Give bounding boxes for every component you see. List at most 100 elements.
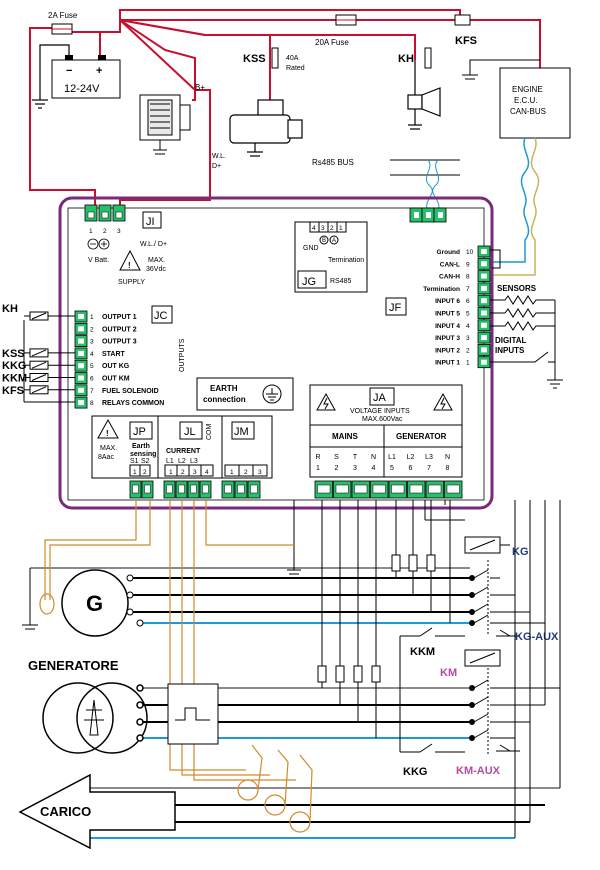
jf-label: INPUT 5	[435, 311, 460, 318]
gnd-label: GND	[303, 245, 319, 252]
fuse-20a	[335, 14, 357, 26]
jf-terminal-hole	[481, 359, 487, 365]
battery: − + 12-24V	[51, 55, 121, 99]
left-relay-coil-mark	[31, 361, 47, 369]
phase-monitor	[167, 683, 219, 745]
carico-label: CARICO	[40, 804, 91, 819]
fuse-2a-label: 2A Fuse	[48, 11, 78, 20]
jl-num-4: 4	[205, 469, 209, 476]
jf-terminal-hole	[481, 261, 487, 267]
engine-ecu: ENGINE E.C.U. CAN-BUS	[462, 59, 571, 139]
jc-output-num: 7	[90, 388, 94, 395]
jl-pin-l2: L2	[178, 458, 186, 465]
kh-top-label: KH	[398, 53, 414, 65]
max8-label-2: 8Aac	[98, 454, 114, 461]
ji-connector	[84, 204, 126, 222]
jf-terminal-hole	[481, 310, 487, 316]
ji-pin-3: 3	[117, 228, 121, 235]
jf-label: INPUT 6	[435, 298, 460, 305]
warning-icon-supply: !	[119, 249, 141, 271]
jf-terminal-hole	[481, 335, 487, 341]
kg-label: KG	[512, 546, 529, 558]
ja-pin-num: 7	[427, 465, 431, 472]
jg-pin-2: 2	[330, 225, 334, 232]
mains-label: MAINS	[332, 432, 358, 441]
jc-terminal-hole	[78, 363, 84, 369]
bottom-terminal-hole	[190, 484, 197, 494]
ecu-label-3: CAN-BUS	[510, 107, 546, 116]
generator-label: GENERATOR	[396, 432, 447, 441]
ji-label: JI	[146, 216, 155, 228]
jf-terminal-hole	[481, 347, 487, 353]
ecu-label-1: ENGINE	[512, 85, 543, 94]
ja-pin-num: 2	[335, 465, 339, 472]
left-relay-coil-mark	[31, 349, 47, 357]
jg-block	[294, 221, 368, 293]
left-relay-coil-mark	[31, 312, 47, 320]
ja-pin-num: 6	[409, 465, 413, 472]
svg-text:!: !	[106, 429, 109, 438]
jf-label: CAN-H	[439, 274, 460, 281]
jf-num: 5	[466, 311, 470, 318]
jf-terminal-hole	[481, 249, 487, 254]
left-relay-wiring	[23, 320, 75, 403]
rs485-terminal	[409, 207, 447, 223]
jc-output-label: RELAYS COMMON	[102, 400, 164, 407]
left-relay-label: KFS	[2, 385, 24, 397]
ji-box	[142, 211, 162, 229]
svg-text:−: −	[66, 65, 72, 77]
jg-pin-1: 1	[339, 225, 343, 232]
digital-label-2: INPUTS	[495, 346, 525, 355]
jf-num: 7	[466, 286, 470, 293]
jf-label: INPUT 1	[435, 360, 460, 367]
jf-num: 3	[466, 335, 470, 342]
jp-label: JP	[133, 426, 146, 438]
jg-pin-3: 3	[321, 225, 325, 232]
jl-num-1: 1	[169, 469, 173, 476]
jf-terminal-hole	[481, 273, 487, 279]
jp-num-2: 2	[143, 469, 147, 476]
jf-num: 4	[466, 323, 470, 330]
jf-num: 2	[466, 347, 470, 354]
bottom-terminal-hole	[178, 484, 185, 494]
ct-wiring	[39, 500, 313, 833]
starter-motor	[229, 99, 303, 157]
jc-output-num: 2	[90, 326, 94, 333]
ja-pin-letter: N	[371, 454, 376, 461]
ja-pin-letter: S	[334, 454, 339, 461]
earth-sensing-label-1: Earth	[132, 443, 150, 450]
earth-connection-box	[196, 377, 294, 411]
jf-label: JF	[389, 302, 402, 314]
bottom-terminal-hole	[202, 484, 209, 494]
max36-label-2: 36Vdc	[146, 266, 166, 273]
jc-output-num: 6	[90, 376, 94, 383]
jf-num: 9	[466, 261, 470, 268]
jf-label: Ground	[437, 249, 460, 256]
ja-pin-letter: L1	[388, 454, 396, 461]
bottom-terminal-hole	[391, 484, 405, 494]
left-relay-label: KKM	[2, 373, 27, 385]
jf-label: INPUT 2	[435, 347, 460, 354]
left-relay-coil-mark	[31, 386, 47, 394]
jf-terminal-hole	[481, 298, 487, 304]
max8-label-1: MAX.	[100, 445, 117, 452]
jg-termination-label: Termination	[328, 257, 364, 264]
jp-num-1: 1	[133, 469, 137, 476]
bottom-terminal-hole	[372, 484, 386, 494]
bottom-terminal-hole	[250, 484, 258, 494]
jc-output-label: OUTPUT 3	[102, 339, 137, 346]
bplus-label: B+	[195, 83, 205, 92]
kkg-label: KKG	[403, 766, 427, 778]
polarity-icon	[87, 238, 110, 250]
ja-pin-letter: R	[315, 454, 320, 461]
jc-terminal-hole	[78, 350, 84, 356]
grid-transformer	[42, 682, 148, 754]
jf-terminal-hole	[481, 285, 487, 291]
digital-label-1: DIGITAL	[495, 336, 527, 345]
voltage-label-1: VOLTAGE INPUTS	[350, 408, 410, 415]
jg-pin-4: 4	[312, 225, 316, 232]
jc-label: JC	[154, 310, 168, 322]
